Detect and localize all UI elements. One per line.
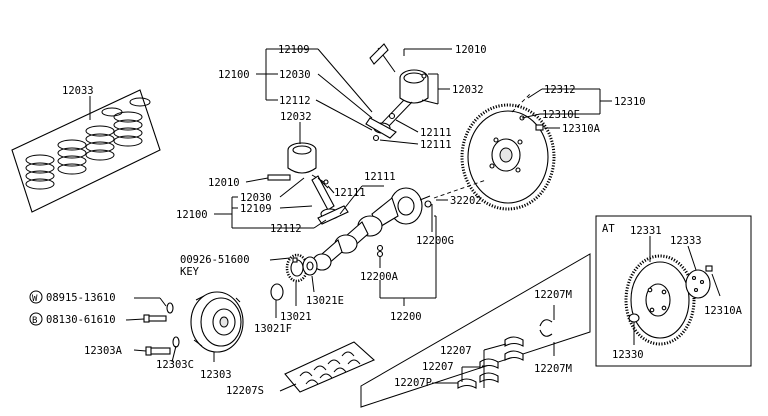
label-12207M-top: 12207M [534, 289, 572, 301]
label-12312: 12312 [544, 84, 576, 96]
label-12112-mid: 12112 [270, 223, 302, 235]
piston-rod-assembly-top [365, 43, 429, 142]
label-12030-mid: 12030 [240, 192, 272, 204]
main-bearing-set [284, 341, 376, 393]
label-key: KEY [180, 266, 200, 278]
part-labels: 12109 12010 12100 12030 12032 12112 1211… [29, 44, 743, 397]
label-12331: 12331 [630, 225, 662, 237]
label-12010-mid: 12010 [208, 177, 240, 189]
piston-ring-set-illustration [11, 89, 161, 213]
label-12111-a: 12111 [420, 127, 452, 139]
at-flexplate-box [595, 215, 752, 367]
label-12112-top: 12112 [279, 95, 311, 107]
crankshaft [312, 187, 432, 271]
label-12111-mid: 12111 [364, 171, 396, 183]
label-12207: 12207 [440, 345, 472, 357]
label-12310A-at: 12310A [704, 305, 743, 317]
label-08915-13610: 08915-13610 [46, 292, 116, 304]
w-circle-letter: W [32, 294, 38, 304]
b-circle-letter: B [32, 316, 37, 326]
label-12207M-bot: 12207M [534, 363, 572, 375]
label-12330: 12330 [612, 349, 644, 361]
label-12032-mid: 12032 [280, 111, 312, 123]
label-12109-mid: 12109 [240, 203, 272, 215]
label-12111-mid2: 12111 [334, 187, 366, 199]
label-12303A: 12303A [84, 345, 123, 357]
label-at: AT [602, 223, 615, 235]
label-32202: 32202 [450, 195, 482, 207]
label-12310: 12310 [614, 96, 646, 108]
flywheel-mt [460, 103, 556, 211]
label-12207S: 12207S [226, 385, 264, 397]
crank-sprocket [270, 253, 318, 301]
label-12310A: 12310A [562, 123, 601, 135]
label-12200: 12200 [390, 311, 422, 323]
b-circle-marker: B [29, 312, 43, 326]
label-13021: 13021 [280, 311, 312, 323]
label-00926-51600: 00926-51600 [180, 254, 250, 266]
label-12310E: 12310E [542, 109, 580, 121]
label-12333: 12333 [670, 235, 702, 247]
label-12030-top: 12030 [279, 69, 311, 81]
label-12111-b: 12111 [420, 139, 452, 151]
label-12200G: 12200G [416, 235, 454, 247]
label-12200A: 12200A [360, 271, 399, 283]
label-12207P: 12207P [394, 377, 432, 389]
leader-lines [89, 48, 721, 392]
alignment-lines [433, 93, 531, 199]
label-12100-top: 12100 [218, 69, 250, 81]
label-12033: 12033 [62, 85, 94, 97]
label-12032-top: 12032 [452, 84, 484, 96]
crank-pulley [190, 291, 244, 353]
label-08130-61610: 08130-61610 [46, 314, 116, 326]
label-12100-mid: 12100 [176, 209, 208, 221]
label-12207-b: 12207 [422, 361, 454, 373]
label-13021F: 13021F [254, 323, 292, 335]
label-12109-top: 12109 [278, 44, 310, 56]
label-12303: 12303 [200, 369, 232, 381]
bolts-washers [143, 302, 180, 356]
label-12303C: 12303C [156, 359, 194, 371]
label-13021E: 13021E [306, 295, 344, 307]
label-12010-top: 12010 [455, 44, 487, 56]
w-circle-marker: W [29, 290, 43, 304]
piston-rod-assembly-mid [267, 142, 349, 225]
